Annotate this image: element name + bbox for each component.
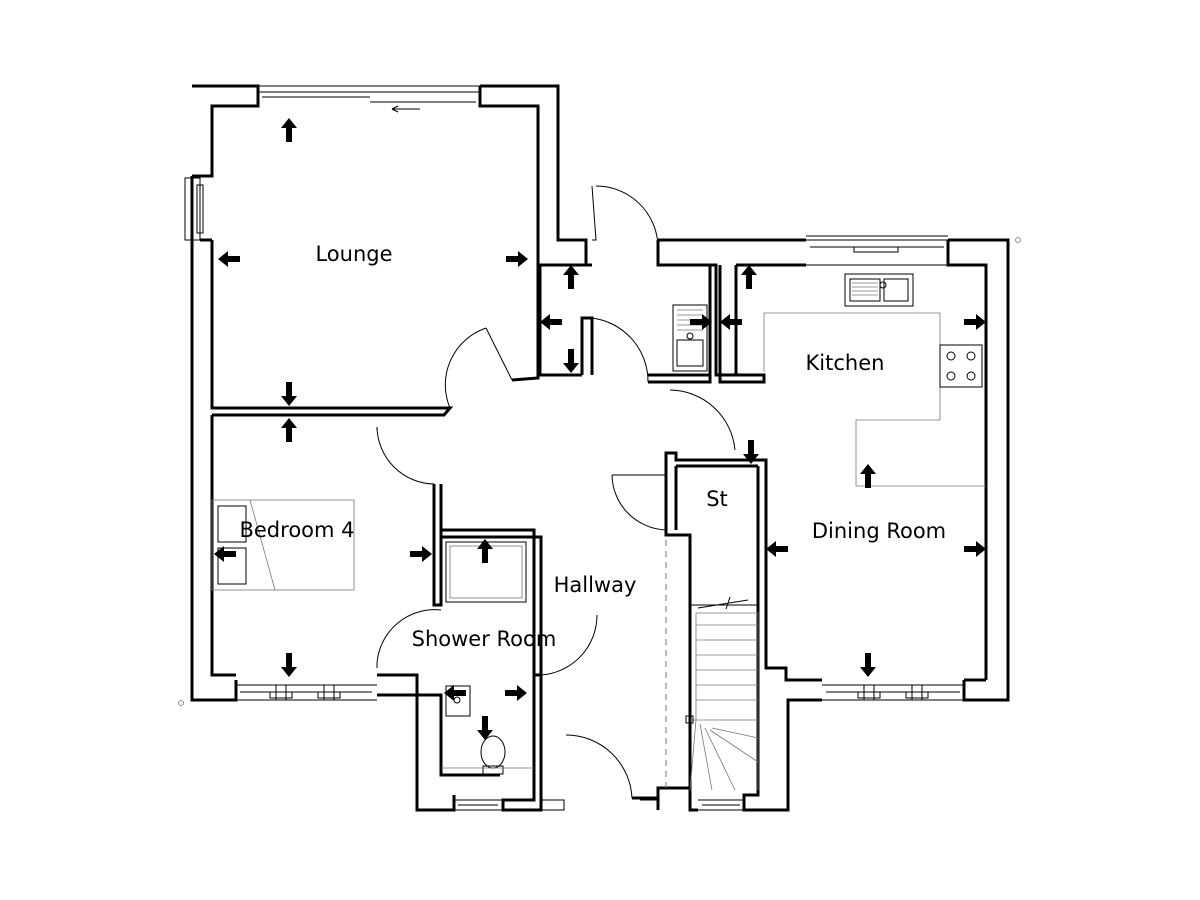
- arrow-left-icon: [444, 685, 466, 701]
- arrow-left-icon: [540, 314, 562, 330]
- arrow-down-icon: [743, 440, 759, 464]
- arrow-left-icon: [720, 314, 742, 330]
- arrow-right-icon: [410, 546, 432, 562]
- arrow-down-icon: [281, 382, 297, 406]
- arrows: [214, 118, 986, 740]
- arrow-right-icon: [964, 541, 986, 557]
- arrow-down-icon: [477, 716, 493, 740]
- arrow-up-icon: [281, 418, 297, 442]
- arrow-left-icon: [214, 546, 236, 562]
- room-label-shower-room: Shower Room: [412, 627, 557, 651]
- room-labels: Lounge Kitchen Bedroom 4 Dining Room Hal…: [239, 242, 946, 651]
- walls: [184, 84, 1010, 812]
- room-label-bedroom-4: Bedroom 4: [239, 518, 354, 542]
- room-label-kitchen: Kitchen: [806, 351, 885, 375]
- arrow-down-icon: [281, 653, 297, 677]
- doors: [376, 185, 736, 799]
- room-label-dining-room: Dining Room: [812, 519, 946, 543]
- arrow-left-icon: [766, 541, 788, 557]
- arrow-up-icon: [281, 118, 297, 142]
- arrow-up-icon: [477, 539, 493, 563]
- arrow-right-icon: [964, 314, 986, 330]
- fixtures: [178, 237, 1021, 791]
- arrow-up-icon: [860, 464, 876, 488]
- room-label-hallway: Hallway: [554, 573, 637, 597]
- arrow-up-icon: [741, 265, 757, 289]
- arrow-down-icon: [860, 653, 876, 677]
- room-label-lounge: Lounge: [315, 242, 392, 266]
- arrow-left-icon: [218, 251, 240, 267]
- arrow-right-icon: [505, 685, 527, 701]
- arrow-up-icon: [563, 265, 579, 289]
- room-label-store: St: [706, 487, 728, 511]
- arrow-right-icon: [506, 251, 528, 267]
- arrow-right-icon: [690, 314, 712, 330]
- arrow-down-icon: [563, 349, 579, 373]
